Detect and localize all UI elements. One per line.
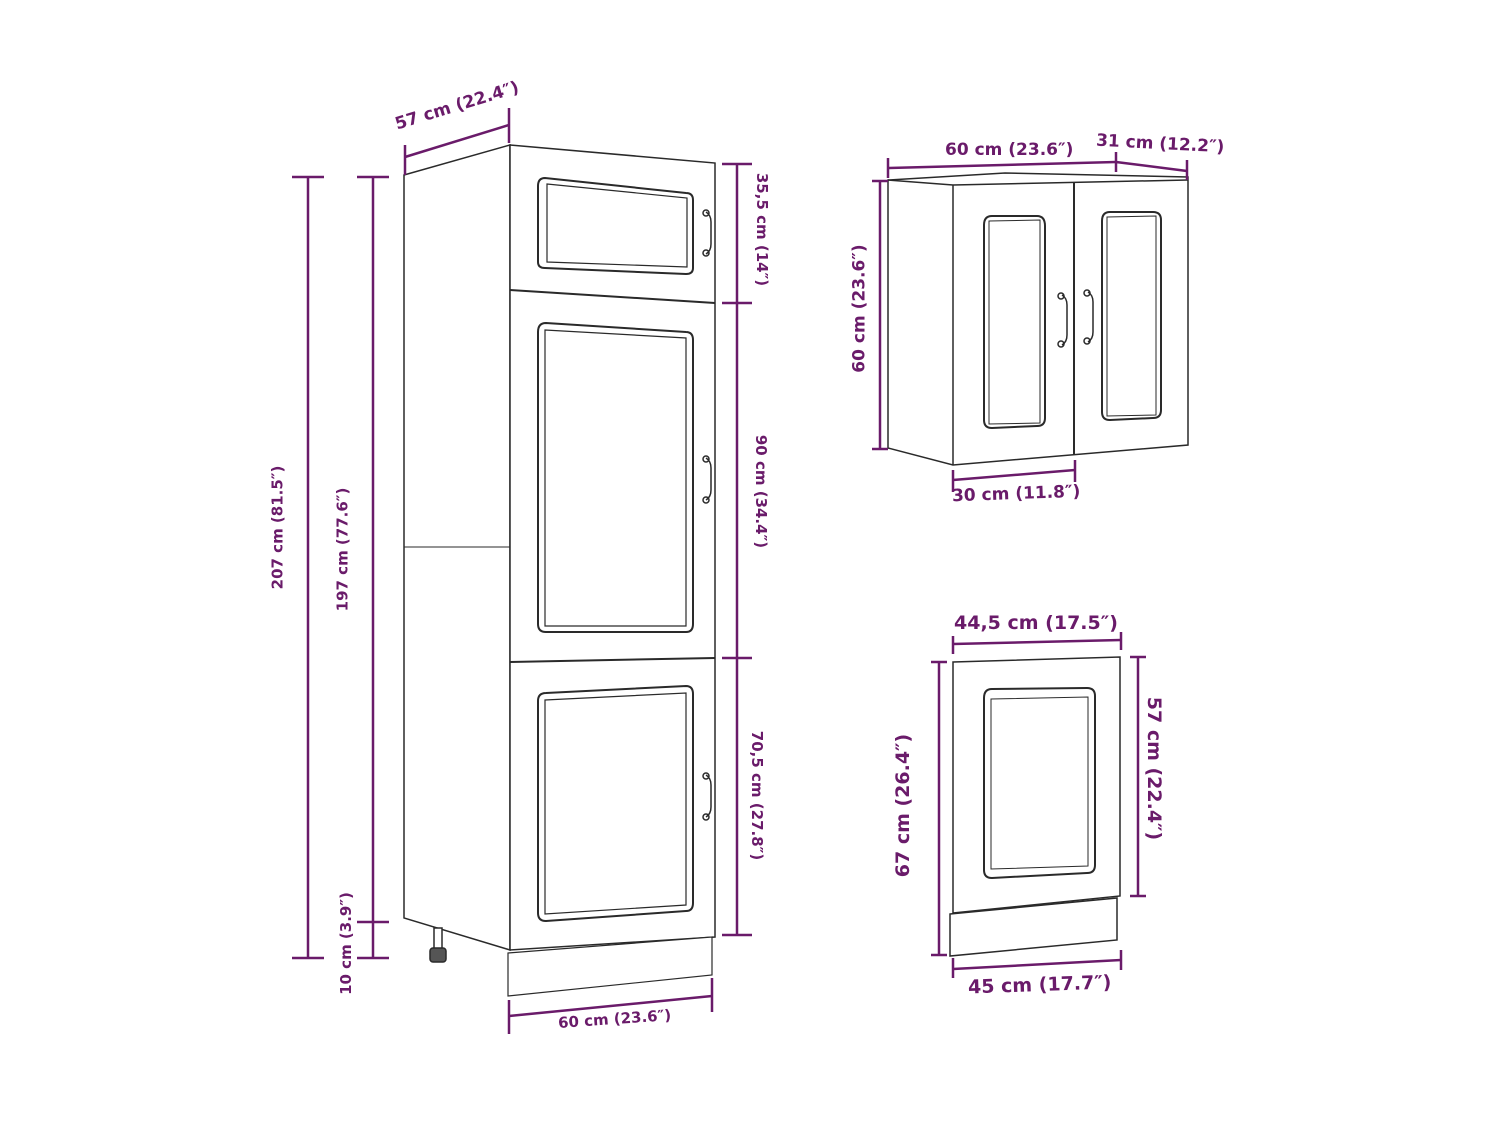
wall-cabinet-door-width-label: 30 cm (11.8″) xyxy=(951,481,1081,507)
wall-cabinet-width-label: 60 cm (23.6″) xyxy=(945,140,1074,160)
tall-cabinet-total-height-label: 207 cm (81.5″) xyxy=(268,465,287,590)
wall-cabinet-dimension-lines xyxy=(872,152,1189,492)
wall-cabinet-drawing xyxy=(887,172,1189,466)
dishwasher-panel-drawing xyxy=(949,656,1121,957)
dishwasher-panel-door-height-label: 57 cm (22.4″) xyxy=(1143,696,1166,841)
tall-cabinet-drawing xyxy=(403,144,716,997)
tall-cabinet-top-door-label: 35,5 cm (14″) xyxy=(753,172,772,287)
tall-cabinet-middle-door-label: 90 cm (34.4″) xyxy=(752,434,771,549)
tall-cabinet-body-height-label: 197 cm (77.6″) xyxy=(333,487,352,612)
tall-cabinet-plinth-height-label: 10 cm (3.9″) xyxy=(336,892,355,995)
tall-cabinet-dimension-lines xyxy=(292,108,752,1034)
tall-cabinet-bottom-door-label: 70,5 cm (27.8″) xyxy=(748,730,767,861)
dishwasher-panel-total-height-label: 67 cm (26.4″) xyxy=(892,733,915,878)
dishwasher-panel-bottom-width-label: 45 cm (17.7″) xyxy=(967,971,1112,999)
dishwasher-panel-top-width-label: 44,5 cm (17.5″) xyxy=(954,612,1118,634)
dishwasher-panel-dimension-lines xyxy=(931,632,1146,978)
wall-cabinet-height-label: 60 cm (23.6″) xyxy=(849,244,870,373)
